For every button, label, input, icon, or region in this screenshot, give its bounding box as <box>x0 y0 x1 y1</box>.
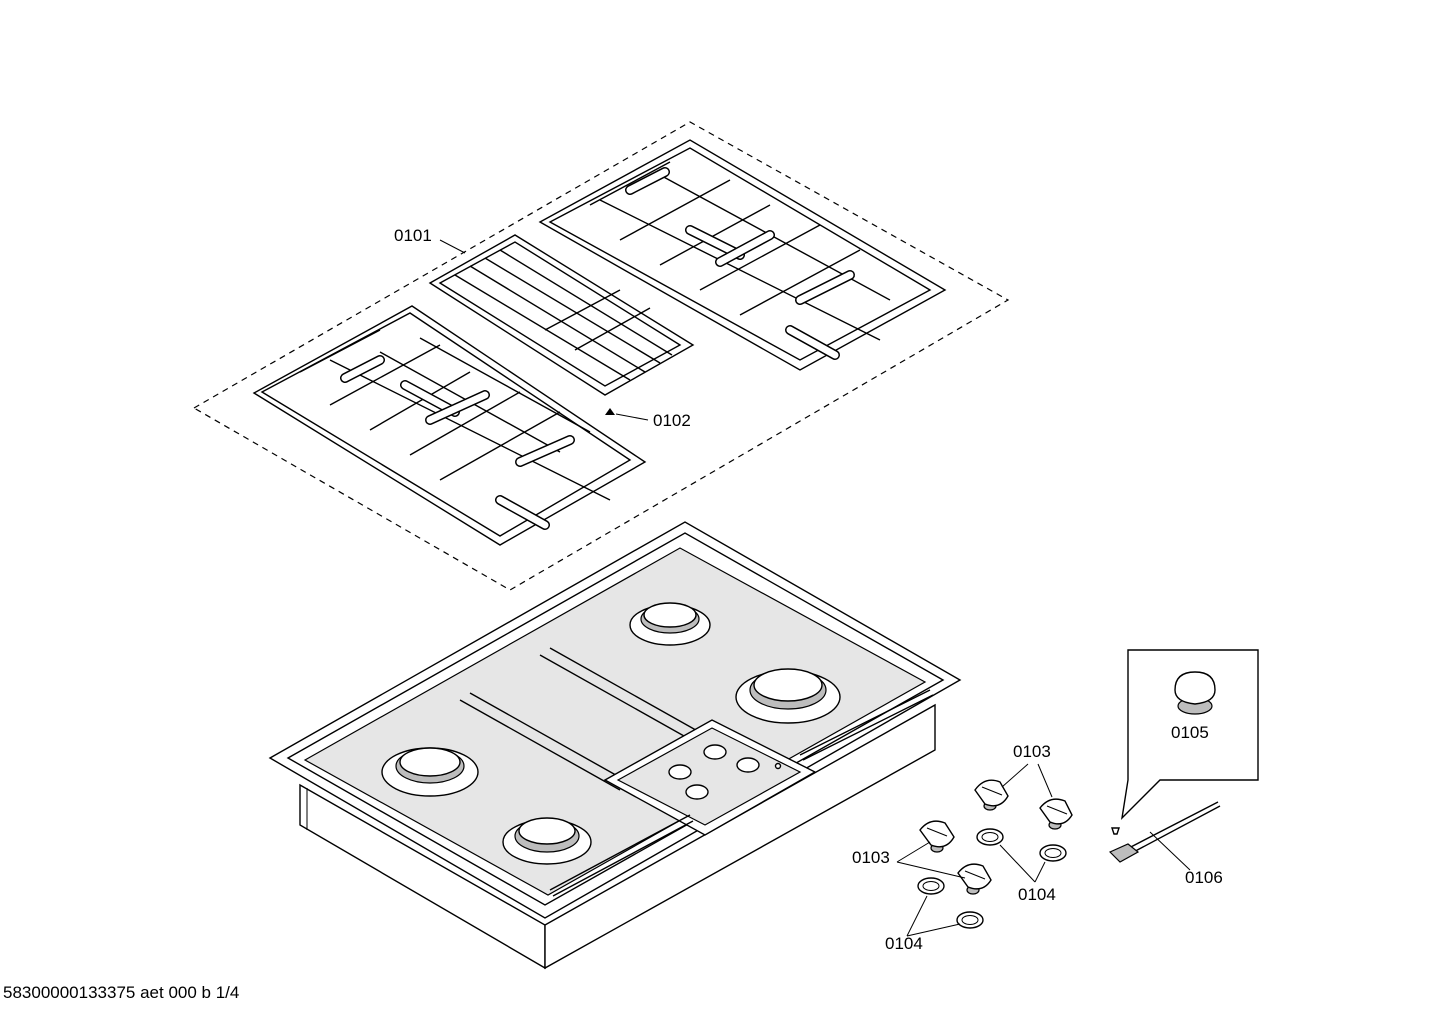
burner-right-front <box>735 668 841 724</box>
spark-electrode-part <box>1108 801 1221 863</box>
grate-right <box>538 139 947 371</box>
burner-left-front <box>502 817 592 865</box>
burner-left-rear <box>381 747 479 797</box>
grate-group-outline <box>192 121 1010 591</box>
label-0103-upper: 0103 <box>1013 742 1051 761</box>
label-0106: 0106 <box>1185 868 1223 887</box>
burner-right-rear <box>629 602 711 646</box>
label-0104-right: 0104 <box>1018 885 1056 904</box>
label-0104-left: 0104 <box>885 934 923 953</box>
label-0102: 0102 <box>653 411 691 430</box>
knob-icon <box>1039 798 1073 830</box>
knob-rings <box>917 828 1067 929</box>
control-knobs <box>919 779 1073 895</box>
knob-cap-icon <box>1174 671 1216 715</box>
rubber-foot-part <box>605 408 615 415</box>
document-id: 58300000133375 aet 000 b 1/4 <box>3 983 239 1002</box>
grate-middle <box>428 234 695 396</box>
label-0101: 0101 <box>394 226 432 245</box>
knob-icon <box>919 820 955 853</box>
label-0103-lower: 0103 <box>852 848 890 867</box>
knob-icon <box>957 863 992 895</box>
knob-icon <box>974 779 1009 811</box>
cooktop <box>268 521 962 970</box>
grate-left <box>252 305 647 546</box>
leader-lines <box>439 239 1191 937</box>
label-0105: 0105 <box>1171 723 1209 742</box>
detail-callout <box>1120 649 1259 821</box>
